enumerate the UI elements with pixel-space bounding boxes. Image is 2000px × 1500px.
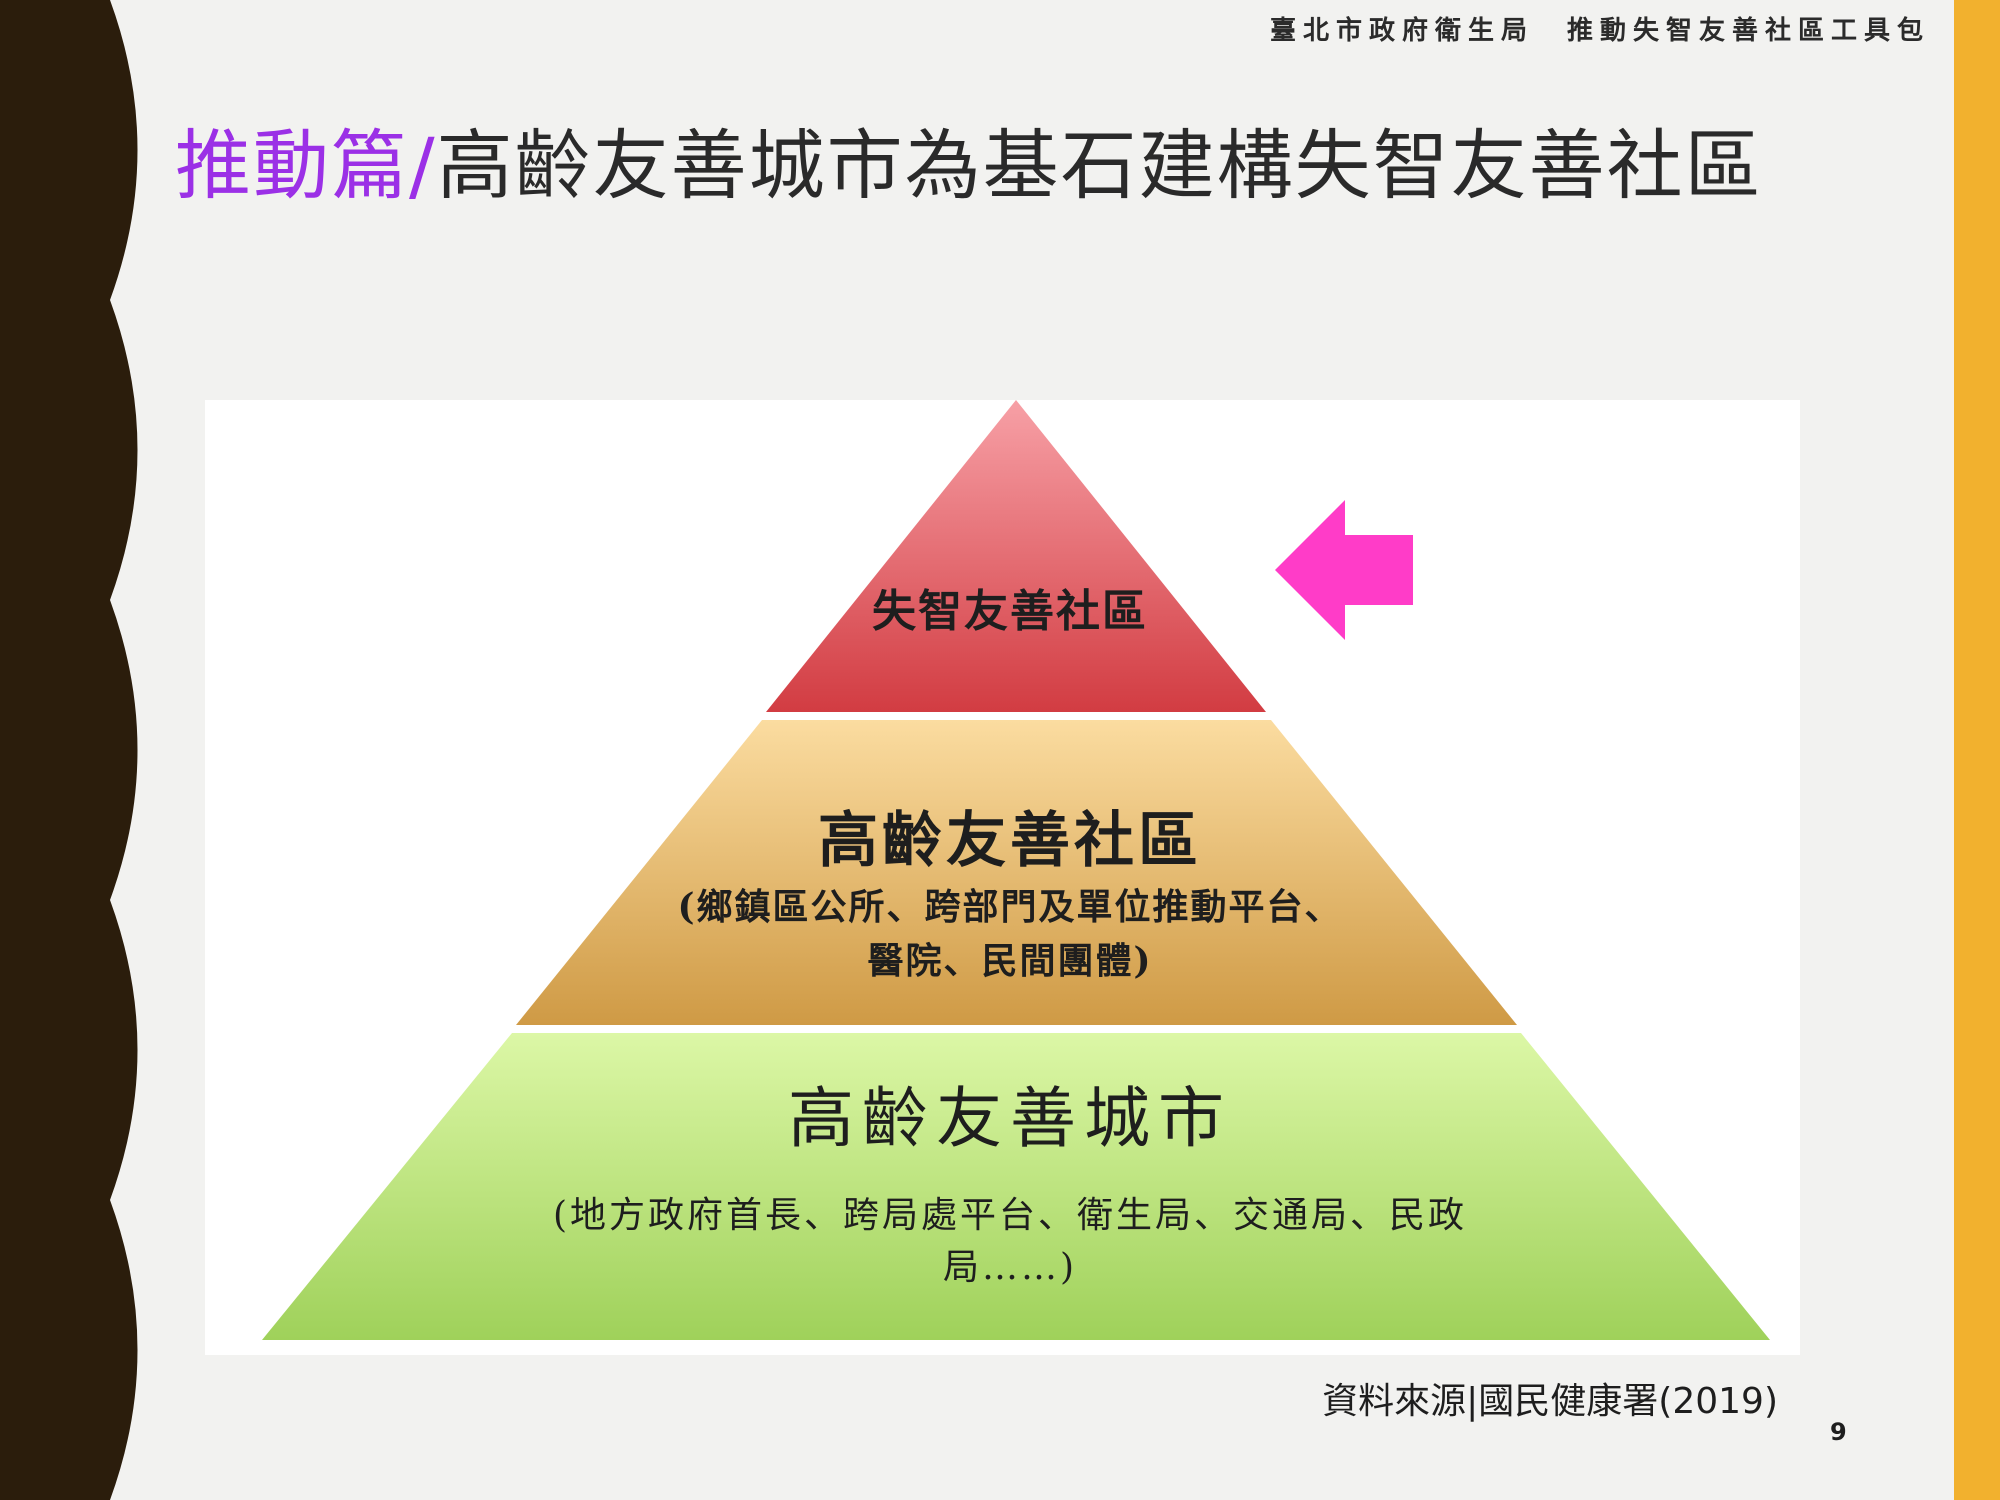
pyramid-tier-bottom xyxy=(262,1033,1770,1340)
left-wave-decoration xyxy=(0,0,138,1500)
right-accent-bar xyxy=(1954,0,2000,1500)
header-text: 臺北市政府衛生局 推動失智友善社區工具包 xyxy=(1269,16,1930,46)
tier-top-label: 失智友善社區 xyxy=(872,586,1148,637)
tier-bottom-description: (地方政府首長、跨局處平台、衛生局、交通局、民政局……) xyxy=(552,1195,1468,1288)
page-title: 推動篇/高齡友善城市為基石建構失智友善社區 xyxy=(175,120,1763,211)
tier-middle-description: (鄉鎮區公所、跨部門及單位推動平台、醫院、民間團體) xyxy=(677,886,1343,982)
tier-bottom-label: 高齡友善城市 xyxy=(788,1080,1232,1157)
page-title-accent: 推動篇/ xyxy=(175,121,437,210)
pyramid-diagram: 失智友善社區 高齡友善社區 (鄉鎮區公所、跨部門及單位推動平台、醫院、民間團體)… xyxy=(205,400,1800,1355)
left-arrow-icon xyxy=(1275,500,1413,640)
pyramid-tier-top xyxy=(766,400,1266,712)
page-number: 9 xyxy=(1830,1418,1847,1446)
tier-middle-label: 高齡友善社區 xyxy=(818,806,1202,876)
source-citation: 資料來源|國民健康署(2019) xyxy=(1322,1381,1778,1422)
pyramid-graphic xyxy=(262,400,1770,1340)
pyramid-tier-middle xyxy=(516,720,1517,1025)
page-title-main: 高齡友善城市為基石建構失智友善社區 xyxy=(436,121,1763,210)
